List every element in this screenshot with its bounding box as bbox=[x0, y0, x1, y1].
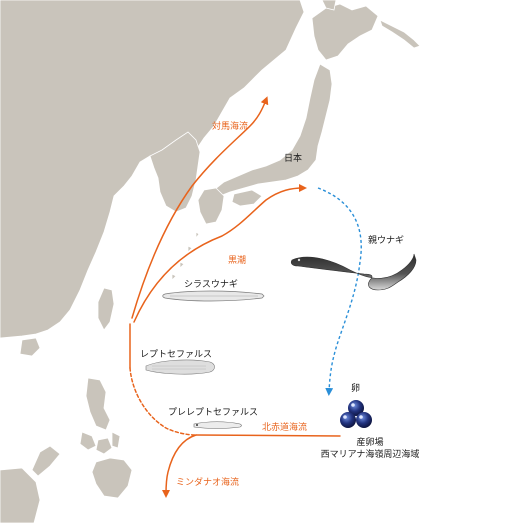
taiwan bbox=[97, 287, 115, 331]
mindanao-current-line bbox=[162, 434, 197, 498]
egg-label: 卵 bbox=[351, 384, 361, 394]
pre-leptocephalus-label: プレレプトセファルス bbox=[168, 408, 259, 418]
borneo bbox=[0, 467, 41, 523]
visayas bbox=[79, 431, 121, 455]
adult-eel-illustration bbox=[290, 253, 417, 291]
kuroshio-label: 黒潮 bbox=[228, 256, 247, 266]
mindanao-current-label: ミンダナオ海流 bbox=[176, 478, 240, 488]
western-boundary-dashed bbox=[129, 367, 197, 436]
land bbox=[0, 0, 421, 523]
glass-eel-label: シラスウナギ bbox=[184, 280, 238, 290]
adult-migration-path bbox=[317, 187, 362, 396]
hainan bbox=[19, 337, 41, 357]
mindanao bbox=[91, 457, 133, 499]
kyushu bbox=[197, 187, 225, 225]
egg-cluster bbox=[340, 400, 372, 428]
honshu bbox=[213, 63, 333, 197]
palawan bbox=[31, 445, 61, 477]
adult-eel-label: 親ウナギ bbox=[368, 236, 405, 246]
egg-2 bbox=[340, 412, 356, 428]
shikoku bbox=[231, 189, 263, 207]
japan-label: 日本 bbox=[284, 154, 303, 164]
tsushima-current-line bbox=[131, 96, 269, 319]
leptocephalus-label: レプトセファルス bbox=[140, 350, 213, 360]
leptocephalus-illustration bbox=[145, 359, 215, 375]
spawning-area-label: 西マリアナ海嶺周辺海域 bbox=[320, 450, 420, 460]
glass-eel-illustration bbox=[162, 290, 265, 302]
kuril-islands bbox=[379, 19, 421, 49]
tsushima-current-label: 対馬海流 bbox=[212, 122, 249, 132]
luzon bbox=[85, 377, 111, 431]
spawning-ground-label: 産卵場 bbox=[356, 438, 384, 448]
egg-3 bbox=[356, 412, 372, 428]
north-equatorial-current-line bbox=[195, 434, 341, 437]
north-equatorial-current-label: 北赤道海流 bbox=[262, 423, 308, 433]
kuroshio-current-line bbox=[133, 184, 307, 323]
sakhalin bbox=[321, 0, 337, 11]
pre-leptocephalus-illustration bbox=[193, 421, 242, 429]
hokkaido bbox=[311, 3, 379, 61]
ryukyu-islands bbox=[171, 231, 200, 281]
currents bbox=[129, 96, 341, 498]
